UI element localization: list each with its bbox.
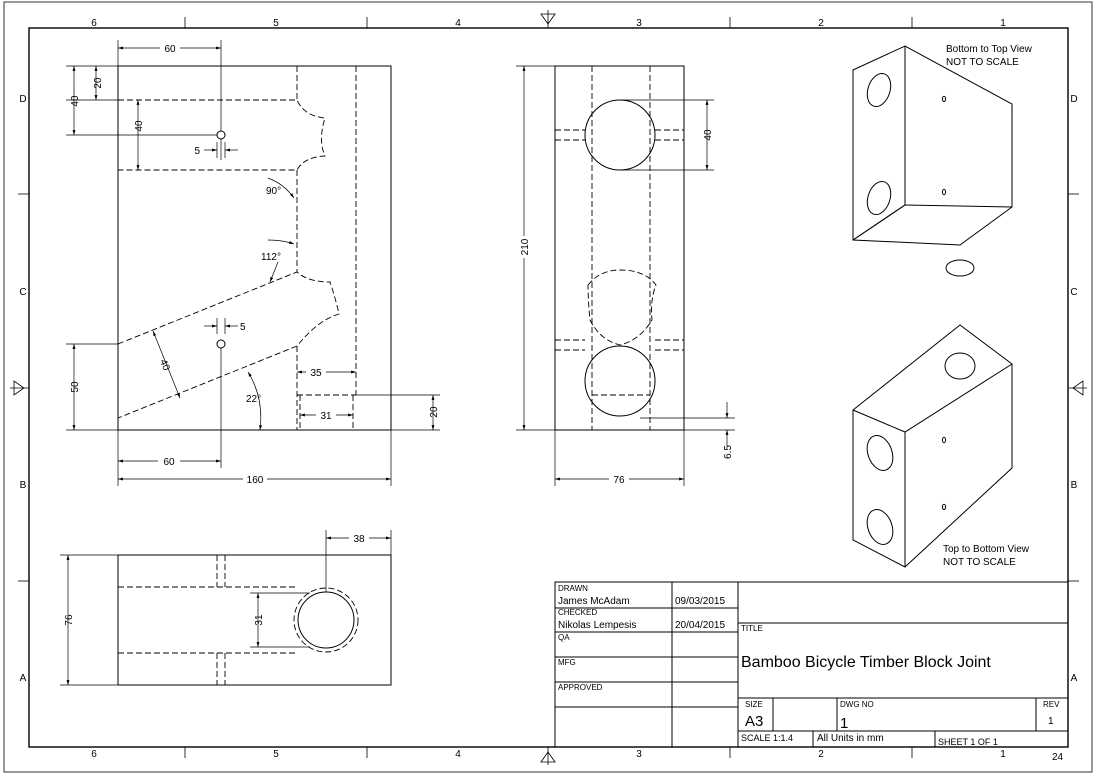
- zone-right-A: A: [1071, 673, 1078, 684]
- dim-angle-112: 112°: [261, 252, 281, 263]
- zone-top-1: 1: [1000, 18, 1006, 29]
- dim-left-20: 20: [93, 77, 104, 89]
- dim-top-60: 60: [164, 44, 176, 55]
- dim-side-6-5: 6.5: [723, 445, 734, 459]
- centering-mark-right: [1068, 380, 1087, 396]
- pin-hole-upper: [216, 130, 226, 140]
- zone-bottom-6: 6: [91, 749, 97, 760]
- dim-angle-22: 22°: [246, 394, 261, 405]
- zone-bottom-3: 3: [636, 749, 642, 760]
- tb-checked-label: CHECKED: [558, 608, 597, 617]
- tb-rev-label: REV: [1043, 700, 1060, 709]
- tb-title-label: TITLE: [741, 624, 763, 633]
- dim-left-40: 40: [70, 95, 81, 107]
- tb-sheet: SHEET 1 OF 1: [938, 737, 998, 747]
- centering-mark-left: [10, 380, 29, 396]
- dim-left-50: 50: [70, 381, 81, 393]
- dim-tube-40: 40: [157, 358, 172, 373]
- zone-left-C: C: [19, 287, 26, 298]
- tb-checked-date: 20/04/2015: [675, 620, 725, 631]
- dim-bottom-160: 160: [247, 475, 264, 486]
- front-view-outline: [117, 65, 392, 431]
- dim-inner-40: 40: [134, 120, 145, 132]
- zone-right-D: D: [1070, 94, 1077, 105]
- zone-labels: 6 5 4 3 2 1 6 5 4 3 2 1 D C B A D C B A: [19, 18, 1077, 760]
- angled-tube-hidden: [117, 271, 340, 419]
- dim-hole-5-lower: 5: [240, 322, 246, 333]
- tb-rev-value: 1: [1048, 716, 1054, 727]
- dim-side-76: 76: [613, 475, 625, 486]
- tb-approved-label: APPROVED: [558, 683, 603, 692]
- tb-drawn-date: 09/03/2015: [675, 596, 725, 607]
- tb-drawn-name: James McAdam: [558, 596, 630, 607]
- dim-bottom-60: 60: [163, 457, 175, 468]
- pin-hole-lower: [216, 339, 226, 349]
- tb-dwg-no-value: 1: [840, 715, 848, 732]
- tb-drawn-label: DRAWN: [558, 584, 588, 593]
- dim-top-31: 31: [254, 614, 265, 626]
- top-view-outline: [117, 554, 392, 686]
- iso-upper-caption-line2: NOT TO SCALE: [946, 57, 1019, 68]
- tb-units: All Units in mm: [817, 733, 884, 744]
- zone-left-A: A: [20, 673, 27, 684]
- dim-right-31: 31: [320, 411, 332, 422]
- zone-top-2: 2: [818, 18, 824, 29]
- iso-upper-caption-line1: Bottom to Top View: [946, 44, 1033, 55]
- iso-lower-caption-line1: Top to Bottom View: [943, 544, 1030, 555]
- sheet-frame: [3, 1, 1093, 773]
- zone-top-4: 4: [455, 18, 461, 29]
- zone-right-C: C: [1070, 287, 1077, 298]
- zone-top-6: 6: [91, 18, 97, 29]
- upper-tube-hidden: [118, 99, 326, 171]
- tb-size-value: A3: [745, 713, 763, 730]
- tb-dwg-no-label: DWG NO: [840, 700, 874, 709]
- iso-view-upper: Bottom to Top View NOT TO SCALE: [852, 44, 1033, 277]
- side-upper-bore: [584, 99, 656, 171]
- side-lower-bore: [584, 345, 656, 417]
- dim-angle-90: 90°: [266, 186, 281, 197]
- dim-right-35: 35: [310, 368, 322, 379]
- dim-side-40: 40: [703, 129, 714, 141]
- zone-bottom-5: 5: [273, 749, 279, 760]
- page-number: 24: [1052, 752, 1064, 763]
- dim-hole-5-upper: 5: [194, 146, 200, 157]
- tb-qa-label: QA: [558, 633, 570, 642]
- title-block: DRAWN CHECKED QA MFG APPROVED TITLE SIZE…: [554, 581, 1069, 763]
- dim-top-76: 76: [64, 614, 75, 626]
- tb-checked-name: Nikolas Lempesis: [558, 620, 636, 631]
- dim-top-38: 38: [353, 534, 365, 545]
- zone-top-5: 5: [273, 18, 279, 29]
- zone-bottom-1: 1: [1000, 749, 1006, 760]
- iso-view-lower: Top to Bottom View NOT TO SCALE: [852, 324, 1030, 568]
- zone-top-3: 3: [636, 18, 642, 29]
- top-view: 38 76 31: [60, 530, 392, 686]
- zone-bottom-2: 2: [818, 749, 824, 760]
- centering-mark-top: [540, 10, 556, 28]
- tb-title: Bamboo Bicycle Timber Block Joint: [741, 654, 991, 671]
- side-view-outline: [554, 65, 685, 431]
- dim-right-20: 20: [429, 406, 440, 418]
- front-view: 60 20 40 40 5 90° 112° 5 40 50 35 22° 31…: [66, 40, 440, 486]
- zone-left-D: D: [19, 94, 26, 105]
- iso-view-upper-bottom-face: [852, 204, 906, 241]
- tb-mfg-label: MFG: [558, 658, 576, 667]
- dim-side-210: 210: [520, 238, 531, 255]
- top-view-bore: [297, 591, 355, 649]
- zone-left-B: B: [20, 480, 27, 491]
- side-view: 210 40 6.5 76: [516, 65, 735, 486]
- zone-bottom-4: 4: [455, 749, 461, 760]
- iso-lower-caption-line2: NOT TO SCALE: [943, 557, 1016, 568]
- tb-size-label: SIZE: [745, 700, 763, 709]
- side-hidden-angled-bore: [587, 269, 657, 346]
- centering-mark-bottom: [540, 747, 556, 765]
- tb-scale: SCALE 1:1.4: [741, 733, 793, 743]
- zone-right-B: B: [1071, 480, 1078, 491]
